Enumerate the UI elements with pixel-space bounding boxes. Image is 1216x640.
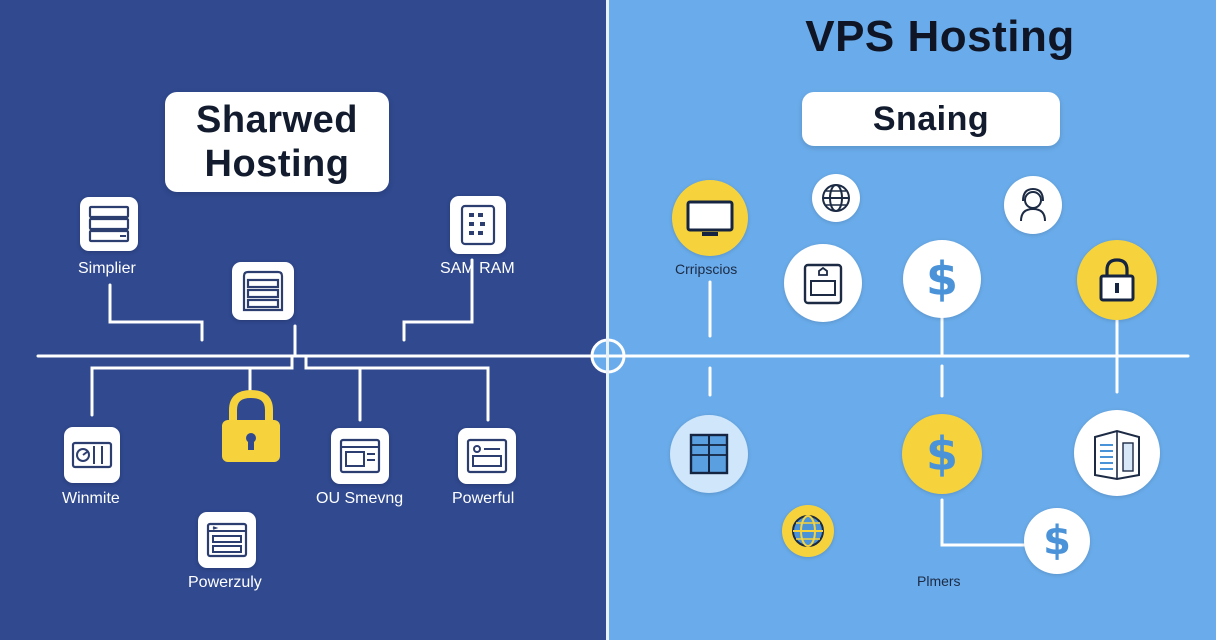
padlock-icon-vps xyxy=(1077,240,1157,320)
vps-subtitle-box: Snaing xyxy=(802,92,1060,146)
dollar-icon: $ xyxy=(903,240,981,318)
label-powerzuly: Powerzuly xyxy=(188,574,262,591)
server-device-icon xyxy=(784,244,862,322)
vps-subtitle: Snaing xyxy=(872,99,990,138)
label-powerful: Powerful xyxy=(452,490,515,507)
server-rack-icon xyxy=(80,197,138,251)
server-columns-icon xyxy=(670,415,748,493)
label-plmers: Plmers xyxy=(917,573,961,589)
datacenter-icon xyxy=(1074,410,1160,496)
label-crripscios: Crripscios xyxy=(675,261,738,277)
database-server-icon xyxy=(232,262,294,320)
label-winmite: Winmite xyxy=(62,490,120,507)
browser-window-icon xyxy=(331,428,389,484)
settings-window-icon xyxy=(458,428,516,484)
padlock-icon xyxy=(218,388,284,466)
label-simplier: Simplier xyxy=(78,260,136,277)
monitor-icon xyxy=(672,180,748,256)
shared-hosting-title-line2: Hosting xyxy=(204,143,350,185)
dollar-icon-small: $ xyxy=(1024,508,1090,574)
memory-chip-icon xyxy=(450,196,506,254)
panel-divider xyxy=(606,0,609,640)
label-sam-ram: SAM RAM xyxy=(440,260,515,277)
dashboard-panel-icon xyxy=(64,427,120,483)
dollar-icon-highlight: $ xyxy=(902,414,982,494)
shared-hosting-title: Sharwed Hosting xyxy=(165,92,389,192)
label-ou-smevng: OU Smevng xyxy=(316,490,404,507)
globe-icon xyxy=(812,174,860,222)
shared-hosting-title-line1: Sharwed xyxy=(196,99,358,141)
code-window-icon xyxy=(198,512,256,568)
user-support-icon xyxy=(1004,176,1062,234)
vps-hosting-heading: VPS Hosting xyxy=(805,12,1075,61)
globe-icon-network xyxy=(782,505,834,557)
